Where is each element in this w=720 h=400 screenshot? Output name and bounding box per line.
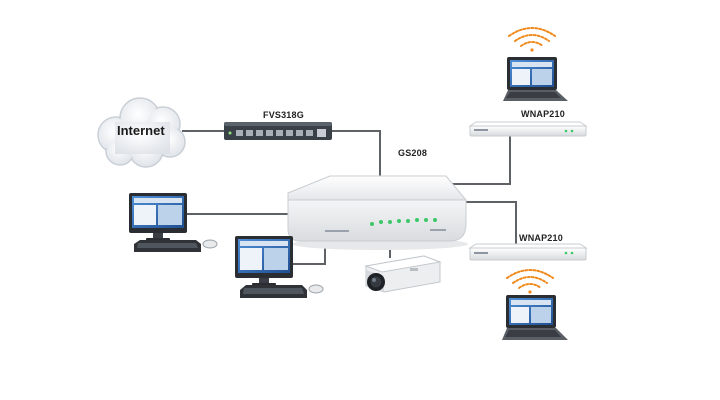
switch-label: GS208 [398,148,428,158]
wifi-signal-icon [506,269,554,289]
firewall-label: FVS318G [263,110,304,120]
network-switch-icon [287,175,468,250]
cable-switch-ap2 [446,201,517,244]
switch-status-leds [370,218,437,226]
cable-desktop2-switch [290,243,326,265]
cables [182,130,517,265]
access-point-2-label: WNAP210 [519,233,563,243]
access-point-1-label: WNAP210 [521,109,565,119]
desktop-computer-icon [235,236,324,298]
cable-firewall-switch [330,130,381,178]
desktop-computer-icon [129,193,218,252]
wifi-signal-icon [508,27,556,47]
ip-camera-icon [364,255,442,293]
internet-cloud-icon [97,97,186,168]
internet-label: Internet [117,123,165,138]
router-firewall-icon [224,122,332,140]
wireless-access-point-icon [468,121,588,137]
wifi-signal-dot [528,290,532,294]
laptop-icon [503,57,568,101]
laptop-icon [502,295,568,340]
cable-switch-ap1 [446,136,511,185]
wireless-access-point-icon [468,243,588,261]
wifi-signal-dot [530,48,534,52]
